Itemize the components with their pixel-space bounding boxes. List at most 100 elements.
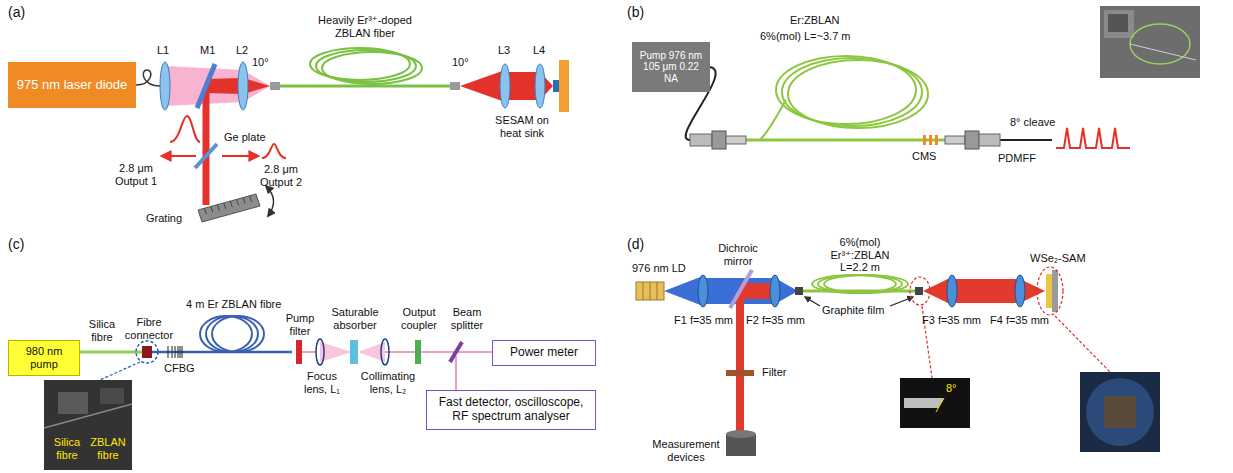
chirped-fbg bbox=[180, 346, 181, 358]
fiber-label: Er:ZBLAN bbox=[790, 14, 840, 27]
mirror bbox=[197, 64, 215, 108]
graphite-film bbox=[890, 297, 913, 306]
lens bbox=[1015, 275, 1025, 307]
lens bbox=[160, 62, 170, 110]
wafer-photo bbox=[1104, 396, 1136, 428]
zblan-fiber bbox=[200, 316, 252, 352]
grating-groove bbox=[250, 196, 252, 202]
part-label: Pump filter bbox=[282, 312, 318, 337]
cladding-mode-stripper bbox=[923, 135, 938, 145]
ge-plate bbox=[195, 144, 217, 168]
fiber-label: 4 m Er ZBLAN fibre bbox=[186, 298, 281, 311]
connector-photo bbox=[44, 380, 132, 470]
fiber-end-photo bbox=[904, 398, 938, 408]
output-label: 2.8 μm Output 2 bbox=[256, 163, 306, 188]
laser-beam bbox=[385, 351, 492, 353]
laser-beam bbox=[320, 342, 352, 362]
pulse-shape bbox=[170, 116, 200, 142]
graphite-film bbox=[915, 287, 923, 295]
connector-photo bbox=[58, 392, 88, 414]
pump-filter bbox=[296, 340, 302, 364]
measurement-device bbox=[726, 430, 756, 438]
zblan-fiber bbox=[206, 316, 258, 352]
fiber-connector bbox=[979, 134, 1000, 146]
saturable-absorber-mirror bbox=[1046, 274, 1052, 308]
pump-beam bbox=[160, 64, 270, 108]
laser-beam bbox=[455, 356, 457, 390]
lens bbox=[316, 339, 389, 365]
part-label: Grating bbox=[146, 212, 182, 225]
pulse-train bbox=[1056, 128, 1130, 148]
fiber-connector bbox=[690, 134, 712, 146]
sesam bbox=[553, 80, 559, 92]
measurement-device bbox=[726, 430, 756, 456]
setup-photo bbox=[1108, 14, 1128, 32]
setup-photo bbox=[1100, 6, 1200, 78]
laser-diode bbox=[657, 282, 658, 300]
part-label: L1 bbox=[157, 44, 169, 57]
instrument-box: Power meter bbox=[492, 340, 596, 366]
grating-groove bbox=[224, 203, 226, 209]
laser-diode bbox=[636, 282, 664, 300]
filter bbox=[726, 370, 754, 376]
part-label: PDMFF bbox=[998, 152, 1036, 165]
graphite-film bbox=[805, 297, 820, 306]
fiber-connector bbox=[726, 136, 746, 144]
part-label: SESAM on heat sink bbox=[490, 114, 554, 139]
lens bbox=[238, 62, 248, 110]
part-label: CFBG bbox=[164, 362, 195, 375]
doped-fiber bbox=[270, 82, 280, 90]
pump-fiber bbox=[686, 67, 1052, 140]
pulse-shape bbox=[262, 144, 286, 158]
setup-photo bbox=[1130, 44, 1196, 60]
part-label: F4 f=35 mm bbox=[990, 314, 1049, 327]
part-label: Saturable absorber bbox=[326, 306, 384, 331]
gain-fiber bbox=[818, 275, 902, 293]
output-arrow bbox=[222, 155, 258, 157]
chirped-fbg bbox=[168, 346, 169, 358]
node-text: Fast detector, oscilloscope, RF spectrum… bbox=[433, 396, 589, 424]
grating bbox=[198, 194, 260, 222]
grating-groove bbox=[217, 205, 219, 211]
lens bbox=[160, 62, 545, 110]
laser-beam bbox=[952, 279, 1020, 303]
part-label: Beam splitter bbox=[444, 306, 490, 331]
rotation-arrow bbox=[266, 186, 274, 216]
fiber-connector bbox=[142, 346, 152, 358]
connector-photo bbox=[44, 404, 132, 428]
cladding-mode-stripper bbox=[923, 135, 926, 145]
fiber-connector bbox=[100, 341, 158, 380]
doped-fiber bbox=[322, 52, 422, 84]
laser-diode-box: 975 nm laser diode bbox=[8, 62, 136, 108]
angle-label: 10° bbox=[452, 56, 469, 69]
grating bbox=[198, 194, 260, 222]
laser-beam bbox=[203, 88, 210, 205]
output-label: 2.8 μm Output 1 bbox=[112, 162, 160, 187]
callout-outline bbox=[910, 267, 1110, 378]
fiber-connector bbox=[945, 136, 965, 144]
fiber-connector bbox=[965, 131, 979, 149]
sesam bbox=[559, 60, 569, 112]
node-text: 980 nm pump bbox=[15, 345, 73, 370]
part-label: Filter bbox=[762, 366, 786, 379]
silica-fiber bbox=[80, 351, 142, 354]
fiber-end-photo bbox=[936, 398, 944, 412]
dichroic-mirror bbox=[730, 270, 752, 308]
laser-diode bbox=[643, 282, 644, 300]
laser-diode bbox=[636, 282, 664, 300]
doped-fiber bbox=[280, 85, 450, 88]
pump-pigtail bbox=[136, 70, 160, 86]
part-label: Focus lens, L₁ bbox=[298, 370, 346, 395]
fiber-end-photo bbox=[900, 378, 970, 428]
part-label: F1 f=35 mm bbox=[674, 314, 733, 327]
pump-filter bbox=[296, 340, 302, 364]
part-label: L4 bbox=[533, 44, 545, 57]
part-label: 8° cleave bbox=[1010, 116, 1055, 129]
pulse-shape bbox=[170, 116, 286, 158]
part-label: F2 f=35 mm bbox=[746, 314, 805, 327]
photo-label: ZBLAN fibre bbox=[88, 436, 128, 461]
fiber-label: 6%(mol) L=~3.7 m bbox=[760, 30, 850, 43]
grating-groove bbox=[204, 208, 206, 214]
laser-diode bbox=[650, 282, 651, 300]
graphite-film bbox=[795, 287, 923, 306]
